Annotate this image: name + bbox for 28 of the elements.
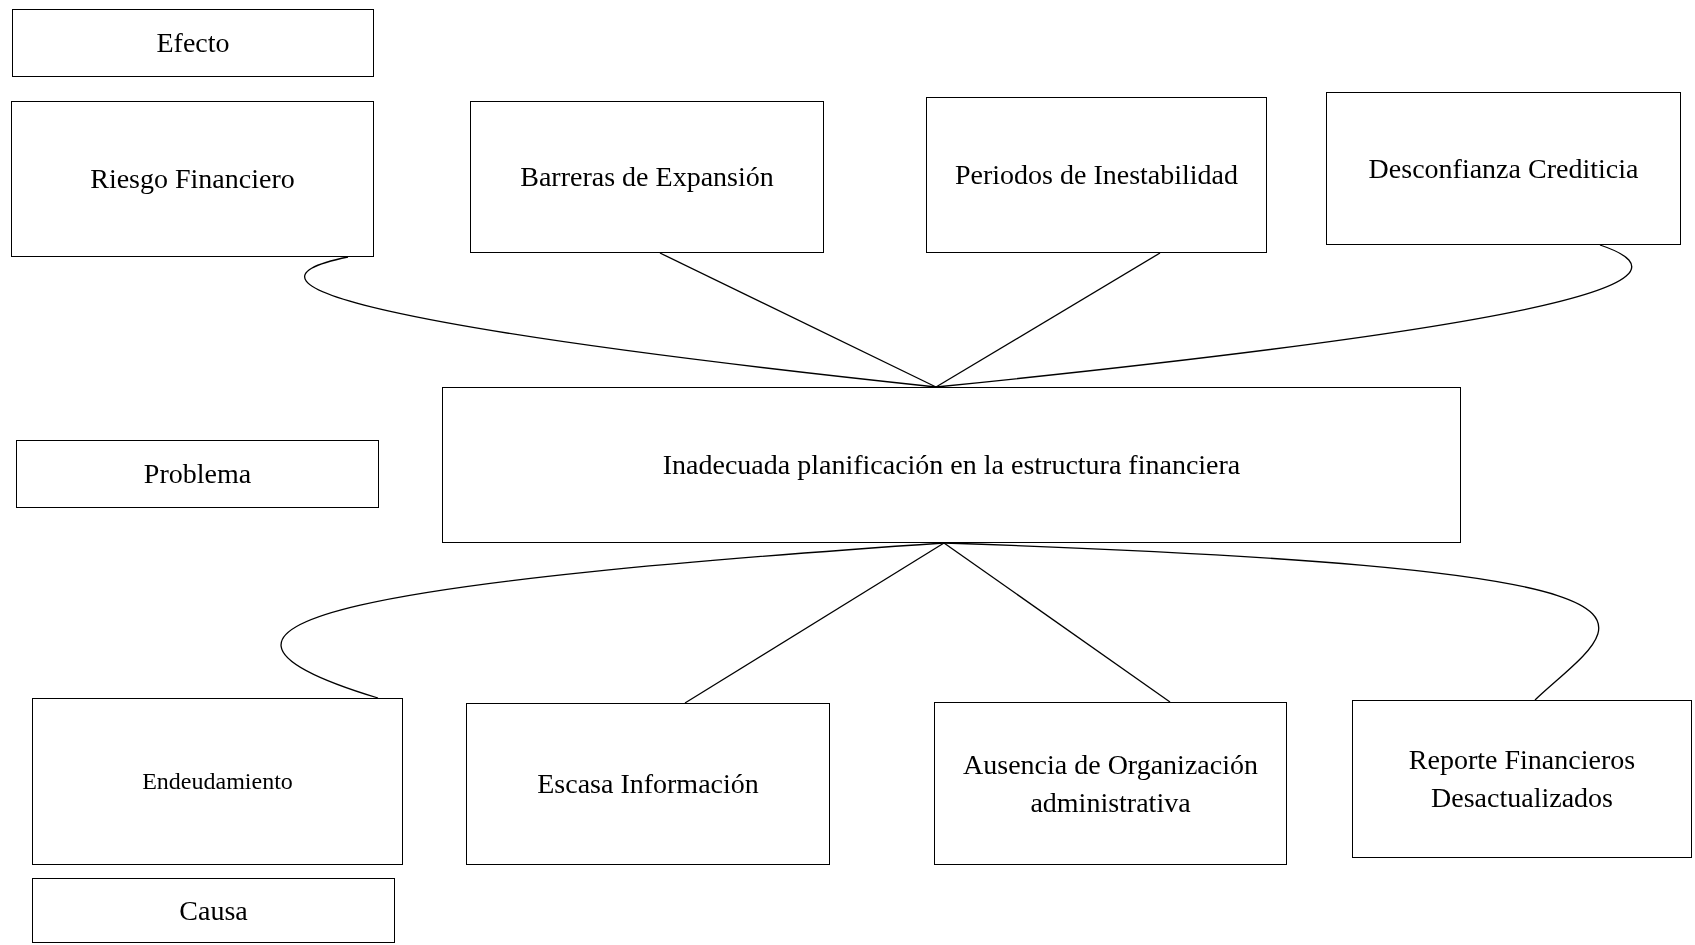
effect-box [1326, 92, 1681, 245]
box-text: Efecto [155, 26, 231, 61]
box-text: Barreras de Expansión [519, 160, 775, 195]
connector-line [659, 252, 937, 388]
effect-box [11, 101, 374, 257]
legend-box [16, 440, 379, 508]
box-text: Inadecuada planificación en la estructura financiera [661, 448, 1242, 483]
box-text: Problema [142, 457, 253, 492]
cause-box [934, 702, 1287, 865]
box-text: Riesgo Financiero [89, 162, 296, 197]
cause-box [32, 698, 403, 865]
connector-line [943, 542, 1171, 703]
box-text: Endeudamiento [141, 767, 294, 797]
problem-box [442, 387, 1461, 543]
box-text: Periodos de Inestabilidad [953, 158, 1240, 193]
effect-box [470, 101, 824, 253]
box-text: Reporte Financieros Desactualizados [1407, 743, 1637, 815]
box-text: Desconfianza Crediticia [1367, 151, 1640, 186]
effect-box [926, 97, 1267, 253]
legend-box [12, 9, 374, 77]
cause-box [1352, 700, 1692, 858]
connector-line [935, 252, 1161, 388]
box-text: Escasa Información [536, 767, 760, 802]
cause-box [466, 703, 830, 865]
connector-line [684, 542, 945, 704]
box-text: Ausencia de Organización administrativa [962, 747, 1259, 820]
box-text: Causa [178, 893, 249, 928]
legend-box [32, 878, 395, 943]
